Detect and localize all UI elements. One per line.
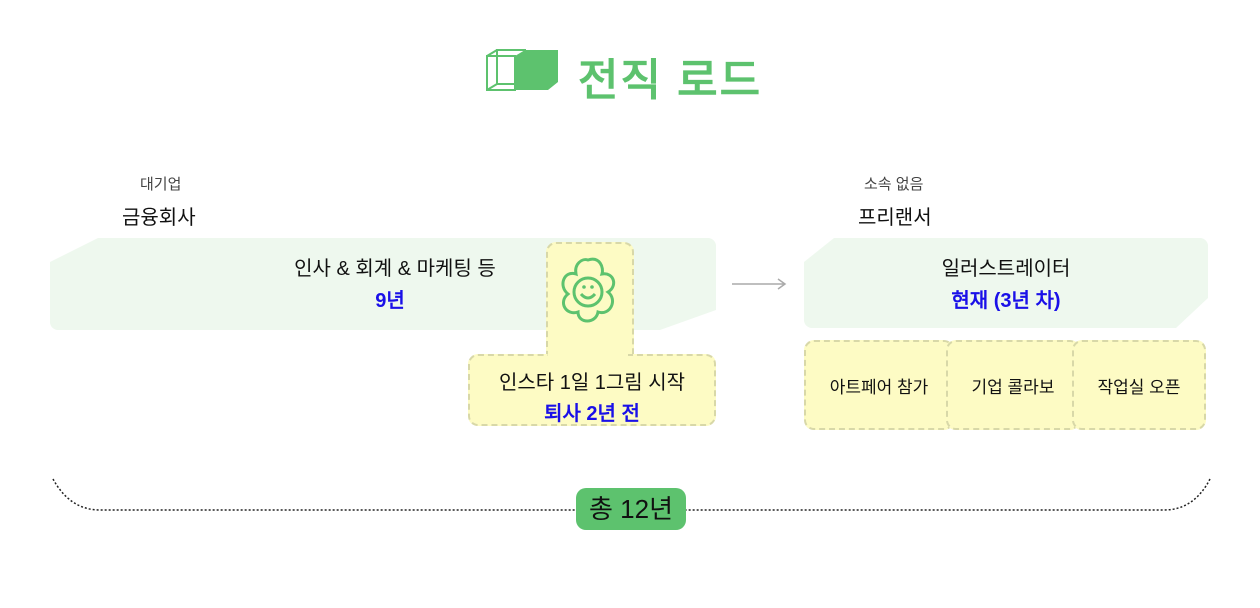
- right-category: 소속 없음: [864, 176, 924, 193]
- activity-card: 아트페어 참가: [804, 340, 954, 430]
- milestone-label: 인스타 1일 1그림 시작: [498, 372, 686, 394]
- activity-card: 작업실 오픈: [1072, 340, 1206, 430]
- left-name: 금융회사: [122, 207, 196, 229]
- total-span-bracket: [52, 478, 1211, 511]
- right-role: 일러스트레이터: [941, 258, 1071, 280]
- left-category: 대기업: [140, 176, 182, 193]
- right-duration: 현재 (3년 차): [951, 290, 1061, 312]
- smiley-flower-icon: [561, 257, 616, 323]
- left-role: 인사 & 회계 & 마케팅 등: [294, 258, 496, 280]
- page-title: 전직 로드: [578, 56, 763, 105]
- cube-icon: [486, 49, 558, 91]
- activity-card: 기업 콜라보: [946, 340, 1080, 430]
- milestone-when: 퇴사 2년 전: [544, 403, 640, 425]
- total-badge: 총 12년: [576, 488, 686, 530]
- right-name: 프리랜서: [858, 207, 932, 229]
- left-duration: 9년: [375, 290, 405, 312]
- right-career-panel: [804, 238, 1208, 328]
- arrow-right-icon: [732, 278, 787, 290]
